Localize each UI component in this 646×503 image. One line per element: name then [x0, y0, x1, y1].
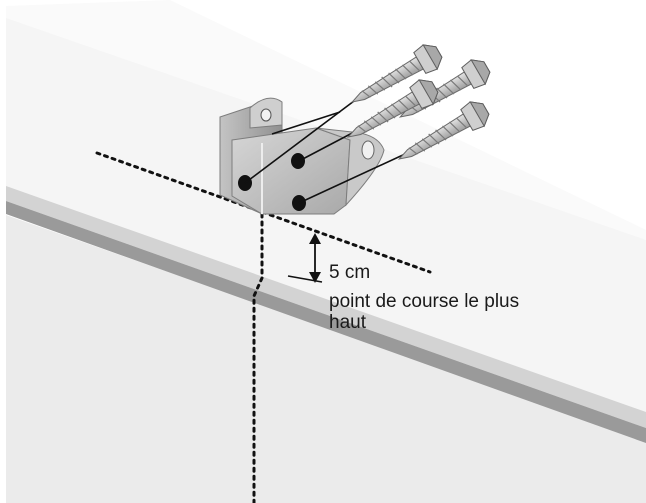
reference-line-vertical: [252, 212, 264, 503]
description-line-2: haut: [329, 312, 366, 333]
distance-description: point de course le plus haut: [329, 291, 519, 333]
rail-top: [6, 186, 646, 428]
screw-icon: [346, 79, 439, 138]
leader-line: [271, 111, 341, 135]
description-line-1: point de course le plus: [329, 291, 520, 312]
distance-label: 5 cm: [329, 262, 371, 283]
leader-line: [244, 91, 367, 184]
ceiling-edge: [6, 0, 646, 240]
dimension-baseline: [287, 275, 323, 283]
leader-line: [298, 147, 419, 204]
screw-icon: [350, 44, 443, 103]
double-arrow-icon: [309, 233, 321, 283]
screw-icon: [397, 101, 490, 160]
wall-surface: [6, 215, 646, 503]
rail-front: [6, 201, 646, 443]
screw-icon: [398, 59, 491, 118]
